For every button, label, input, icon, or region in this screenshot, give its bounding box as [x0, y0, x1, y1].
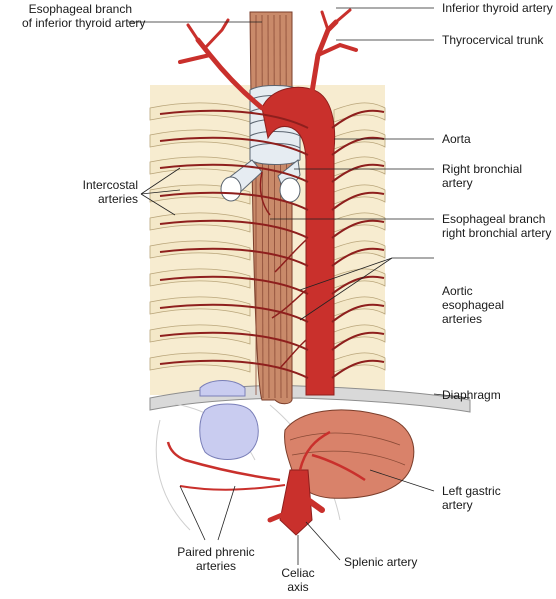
adrenal-upper — [199, 380, 246, 397]
label-line: Intercostal — [82, 178, 138, 192]
intercostal-artery-left — [159, 359, 309, 379]
label-line: Right bronchial — [442, 162, 523, 176]
intercostal-artery-right — [331, 303, 385, 323]
adrenal-gland — [199, 403, 259, 460]
label-splenic-artery: Splenic artery — [344, 555, 417, 569]
leader-lines — [128, 7, 471, 565]
label-line: Aortic — [442, 284, 473, 298]
intercostal-arteries — [159, 109, 385, 379]
phrenic-artery-right — [166, 441, 281, 482]
intercostal-artery-left — [159, 303, 309, 323]
intercostal-artery-left — [159, 219, 309, 239]
label-thyrocervical-trunk: Thyrocervical trunk — [442, 33, 543, 47]
label-line: esophageal — [442, 298, 505, 312]
intercostal-artery-right — [331, 359, 385, 379]
label-celiac-axis: Celiac axis — [274, 566, 322, 594]
rib-left — [149, 212, 251, 233]
label-diaphragm: Diaphragm — [442, 388, 501, 402]
intercostal-artery-right — [331, 109, 385, 129]
rib-left — [149, 324, 251, 345]
label-intercostal-arteries: Intercostal arteries — [60, 178, 138, 206]
intercostal-artery-left — [159, 275, 309, 295]
label-line: Left gastric — [442, 484, 501, 498]
rib-left — [149, 352, 251, 373]
label-line: Splenic artery — [344, 555, 418, 569]
label-line: arteries — [195, 559, 236, 573]
rib-left — [149, 240, 251, 261]
label-line: Esophageal branch — [28, 2, 132, 16]
label-right-bronchial-artery: Right bronchial artery — [442, 162, 522, 190]
label-line: Diaphragm — [442, 388, 501, 402]
label-line: Paired phrenic — [177, 545, 255, 559]
label-line: right bronchial artery — [442, 226, 552, 240]
intercostal-artery-right — [331, 275, 385, 295]
intercostal-artery-right — [331, 219, 385, 239]
label-paired-phrenic-arteries: Paired phrenic arteries — [168, 545, 264, 573]
celiac-axis-vessel — [279, 469, 313, 536]
label-aorta: Aorta — [442, 132, 471, 146]
label-aortic-esophageal-arteries: Aortic esophageal arteries — [442, 284, 504, 326]
intercostal-artery-left — [159, 191, 309, 211]
thyrocervical-trunk-vessel — [309, 19, 339, 95]
phrenic-artery-left — [179, 484, 286, 491]
left-gastric-vessel — [298, 430, 366, 482]
label-line: Esophageal branch — [442, 212, 546, 226]
intercostal-artery-left — [159, 163, 309, 183]
rib-left — [149, 296, 251, 317]
label-esophageal-branch-right-bronchial: Esophageal branch right bronchial artery — [442, 212, 551, 240]
aorta — [261, 86, 336, 396]
aortic-esophageal-arteries — [271, 239, 307, 369]
label-line: axis — [287, 580, 309, 594]
rib-left — [149, 268, 251, 289]
label-line: Thyrocervical trunk — [442, 33, 544, 47]
intercostal-artery-right — [331, 247, 385, 267]
label-line: arteries — [97, 192, 138, 206]
intercostal-artery-left — [159, 331, 309, 351]
intercostal-artery-left — [159, 247, 309, 267]
intercostal-artery-left — [159, 109, 309, 129]
label-inferior-thyroid-artery: Inferior thyroid artery — [442, 1, 553, 15]
intercostal-artery-right — [331, 331, 385, 351]
label-esophageal-branch-inferior-thyroid: Esophageal branch of inferior thyroid ar… — [22, 2, 146, 30]
intercostal-artery-right — [331, 191, 385, 211]
intercostal-artery-right — [331, 163, 385, 183]
intercostal-artery-left — [159, 136, 309, 156]
label-line: of inferior thyroid artery — [22, 16, 146, 30]
label-line: Aorta — [442, 132, 471, 146]
esophageal-branch-right-bronchial-vessel — [259, 171, 271, 216]
intercostal-artery-right — [331, 136, 385, 156]
esophagus-muscle-fibres — [255, 14, 288, 399]
label-line: artery — [442, 176, 473, 190]
label-line: artery — [442, 498, 473, 512]
label-line: arteries — [442, 312, 483, 326]
label-left-gastric-artery: Left gastric artery — [442, 484, 501, 512]
label-line: Inferior thyroid artery — [442, 1, 553, 15]
label-line: Celiac — [281, 566, 315, 580]
